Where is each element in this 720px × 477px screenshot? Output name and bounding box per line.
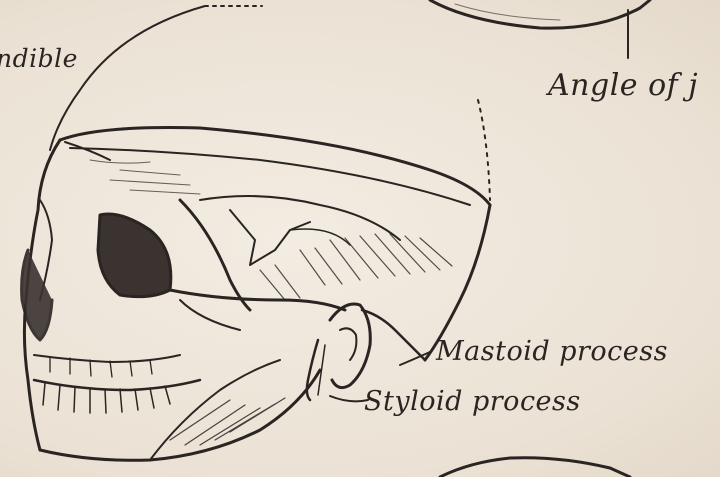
orbit <box>98 214 171 297</box>
label-mandible: ndible <box>0 44 78 73</box>
cranium-leader-dots <box>478 100 490 200</box>
upper-teeth <box>34 380 200 390</box>
mastoid-process <box>330 304 370 388</box>
upper-jaw-fragment <box>430 0 650 28</box>
label-styloid-process: Styloid process <box>364 386 581 417</box>
lower-figure-fragment <box>440 458 630 477</box>
label-angle-of-jaw: Angle of j <box>548 68 698 103</box>
label-mastoid-process: Mastoid process <box>436 336 668 367</box>
cranium-rim <box>60 128 490 206</box>
styloid-pointer <box>330 396 368 401</box>
zygomatic-arch <box>170 290 345 310</box>
styloid-process <box>307 340 318 400</box>
